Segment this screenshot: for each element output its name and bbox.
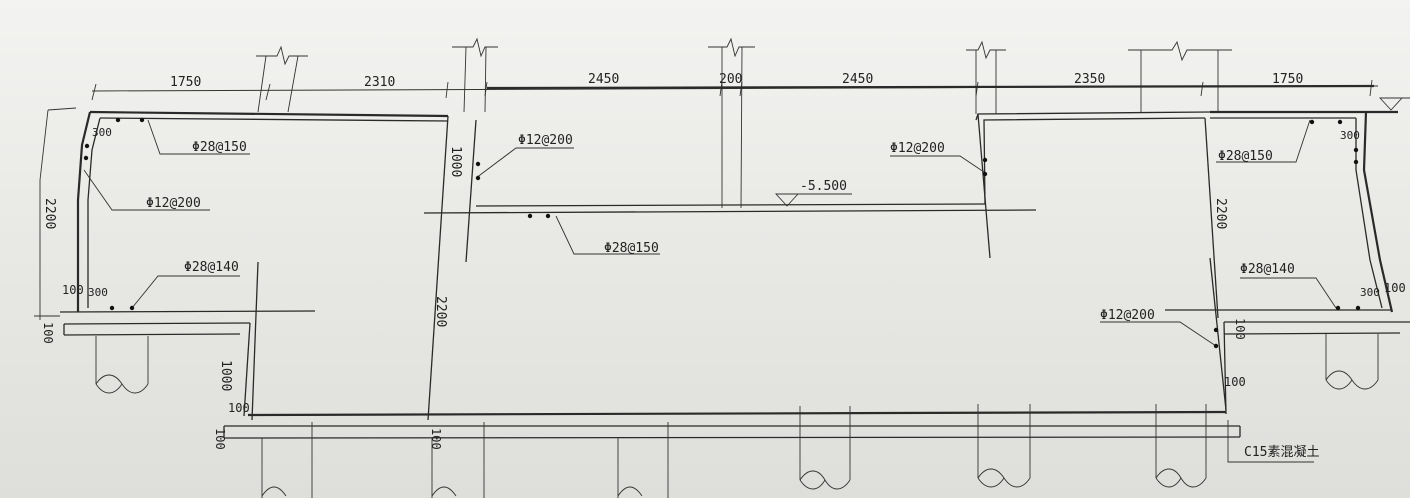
dim-top-4: 200 (719, 72, 742, 87)
dim-300-c: 300 (1340, 129, 1360, 142)
elevation-mark: -5.500 (774, 179, 852, 207)
dim-left-height: 2200 (42, 198, 57, 229)
dim-top-6: 2350 (1074, 72, 1105, 87)
dim-inner-wall: 1000 (448, 146, 463, 177)
small-dimensions: 300 300 300 300 100 100 100 100 100 100 … (41, 126, 1406, 450)
dim-top-2: 2310 (364, 75, 395, 90)
dim-top-1: 1750 (170, 75, 201, 90)
rebar-label-c1: Φ12@200 (518, 133, 573, 148)
break-symbols (256, 37, 1232, 209)
rebar-label-l3: Φ28@140 (184, 260, 239, 275)
structure-outline (59, 84, 1410, 439)
dim-100-f: 100 (1233, 318, 1247, 340)
dim-top-3: 2450 (588, 72, 619, 87)
rebar-label-l2: Φ12@200 (146, 196, 201, 211)
pile-right (1325, 334, 1379, 390)
vertical-dimensions: 2200 2200 2200 1000 1000 (34, 107, 1228, 391)
dim-300-d: 300 (1360, 286, 1380, 299)
rebar-label-r1: Φ12@200 (890, 141, 945, 156)
dim-left-pit: 1000 (218, 360, 233, 391)
dim-300-b: 300 (88, 286, 108, 299)
pile-left (95, 336, 149, 394)
piles (95, 334, 1379, 498)
dim-300-a: 300 (92, 126, 112, 139)
rebar-label-l1: Φ28@150 (192, 140, 247, 155)
concrete-note-text: C15素混凝土 (1244, 444, 1319, 460)
rebar-label-c2: Φ28@150 (604, 241, 659, 256)
dim-top-5: 2450 (842, 72, 873, 87)
elevation-mark-right (1378, 97, 1410, 111)
dim-100-d: 100 (213, 428, 227, 450)
rebar-label-r2: Φ28@150 (1218, 149, 1273, 164)
concrete-note: C15素混凝土 (1227, 420, 1319, 463)
dim-100-b: 100 (41, 322, 55, 344)
dim-100-a: 100 (62, 283, 84, 297)
rebar-label-r3: Φ28@140 (1240, 262, 1295, 277)
dim-100-e: 100 (429, 428, 443, 450)
dim-center-height: 2200 (433, 296, 448, 327)
rebar-leaders (83, 117, 1361, 349)
dim-100-h: 100 (1384, 281, 1406, 295)
dim-100-g: 100 (1224, 375, 1246, 389)
piles-bottom (261, 404, 1207, 498)
elevation-value: -5.500 (800, 179, 847, 194)
rebar-labels: Φ28@150 Φ12@200 Φ28@140 Φ12@200 Φ28@150 … (146, 133, 1295, 323)
dim-right-height: 2200 (1213, 198, 1228, 229)
dim-100-c: 100 (228, 401, 250, 415)
rebar-label-r4: Φ12@200 (1100, 308, 1155, 323)
dim-top-7: 1750 (1272, 72, 1303, 87)
